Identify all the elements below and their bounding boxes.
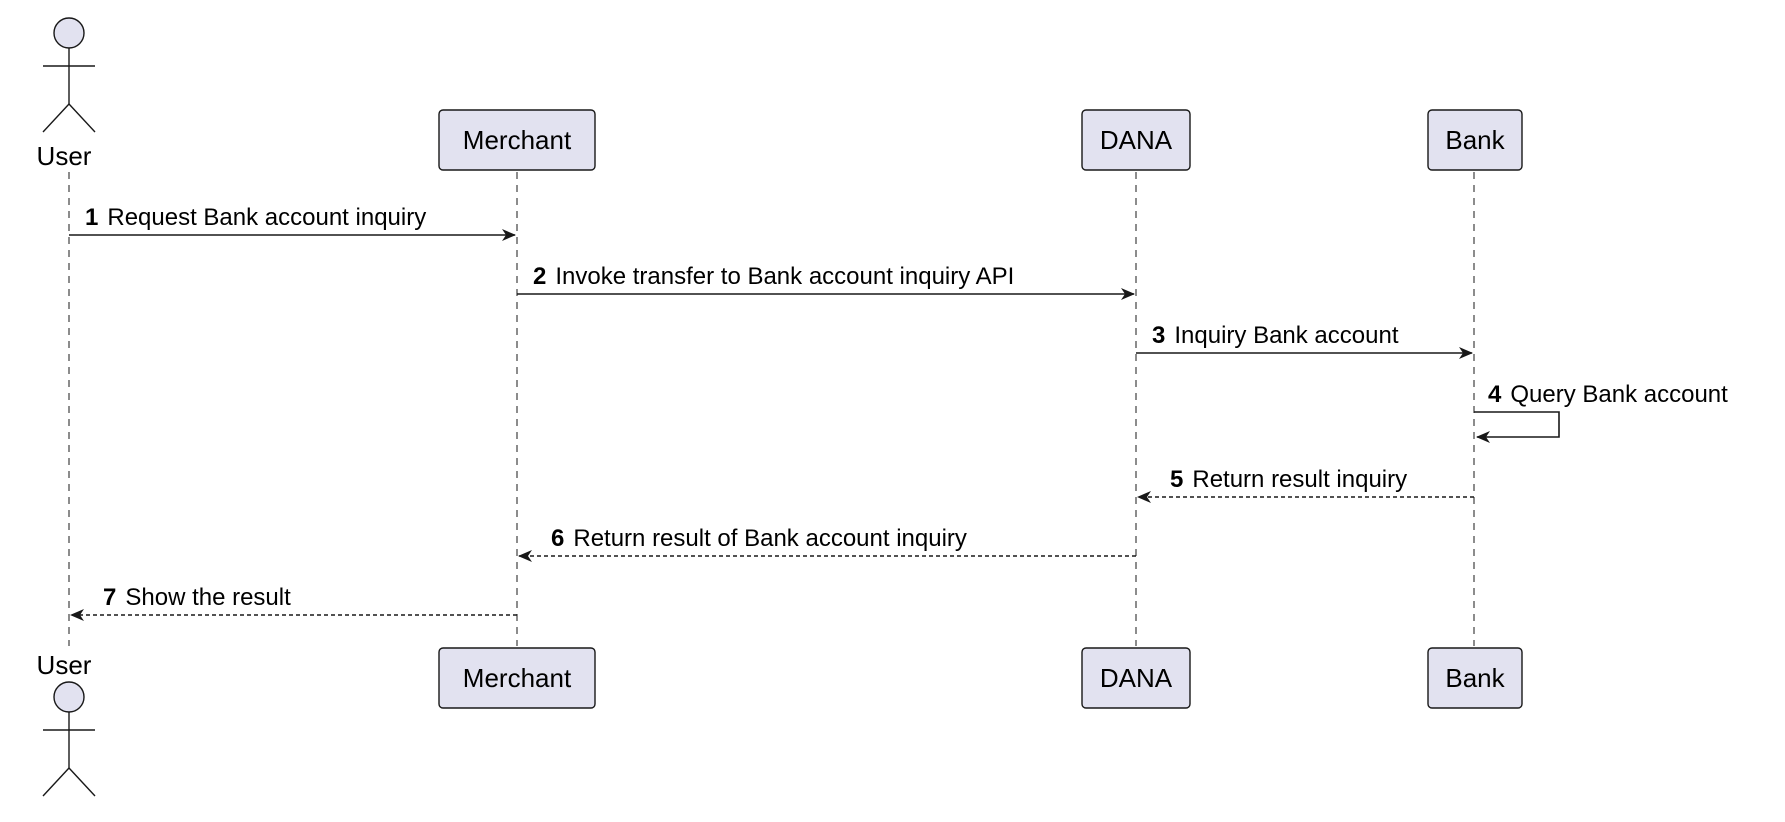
participant-label-bank: Bank [1445, 125, 1505, 155]
participant-bank-top: Bank [1427, 109, 1523, 171]
participant-dana-top: DANA [1081, 109, 1191, 171]
participant-dana-bottom: DANA [1081, 647, 1191, 709]
message-4: 4 Query Bank account [1474, 381, 1728, 443]
participant-label-merchant: Merchant [463, 663, 572, 693]
message-label-5: 5 Return result inquiry [1170, 466, 1407, 493]
message-label-1: 1 Request Bank account inquiry [85, 204, 426, 231]
message-3: 3 Inquiry Bank account [1136, 322, 1473, 359]
participant-label-dana: DANA [1100, 125, 1173, 155]
message-number-2: 2 [533, 263, 546, 290]
message-text-3: Inquiry Bank account [1174, 322, 1398, 349]
message-text-7: Show the result [125, 584, 291, 611]
message-label-4: 4 Query Bank account [1488, 381, 1728, 408]
message-text-4: Query Bank account [1510, 381, 1728, 408]
message-label-7: 7 Show the result [103, 584, 291, 611]
message-number-7: 7 [103, 584, 116, 611]
message-text-1: Request Bank account inquiry [107, 204, 426, 231]
message-label-6: 6 Return result of Bank account inquiry [551, 525, 967, 552]
message-text-6: Return result of Bank account inquiry [573, 525, 967, 552]
message-5: 5 Return result inquiry [1137, 466, 1474, 503]
message-number-1: 1 [85, 204, 98, 231]
participant-label-user-top: User [37, 141, 92, 171]
participant-label-bank: Bank [1445, 663, 1505, 693]
message-6: 6 Return result of Bank account inquiry [518, 525, 1136, 562]
participant-heads: User Merchant DANA Bank [37, 17, 1523, 171]
message-number-3: 3 [1152, 322, 1165, 349]
participant-bank-bottom: Bank [1427, 647, 1523, 709]
participant-label-dana: DANA [1100, 663, 1173, 693]
message-number-6: 6 [551, 525, 564, 552]
message-number-5: 5 [1170, 466, 1183, 493]
messages: 1 Request Bank account inquiry 2 Invoke tra… [69, 204, 1728, 621]
message-text-2: Invoke transfer to Bank account inquiry … [555, 263, 1014, 290]
message-1: 1 Request Bank account inquiry [69, 204, 516, 241]
message-label-2: 2 Invoke transfer to Bank account inquiry… [533, 263, 1014, 290]
message-arrow-4 [1474, 411, 1560, 443]
participant-merchant-top: Merchant [438, 109, 596, 171]
participant-label-merchant: Merchant [463, 125, 572, 155]
message-number-4: 4 [1488, 381, 1502, 408]
participant-feet: User Merchant DANA Bank [37, 647, 1523, 797]
message-text-5: Return result inquiry [1192, 466, 1407, 493]
lifelines [68, 172, 1475, 646]
message-7: 7 Show the result [70, 584, 517, 621]
participant-label-user-bottom: User [37, 650, 92, 680]
actor-figure-icon [42, 681, 96, 797]
message-2: 2 Invoke transfer to Bank account inquiry… [517, 263, 1135, 300]
participant-merchant-bottom: Merchant [438, 647, 596, 709]
message-label-3: 3 Inquiry Bank account [1152, 322, 1399, 349]
actor-figure-icon [42, 17, 96, 133]
